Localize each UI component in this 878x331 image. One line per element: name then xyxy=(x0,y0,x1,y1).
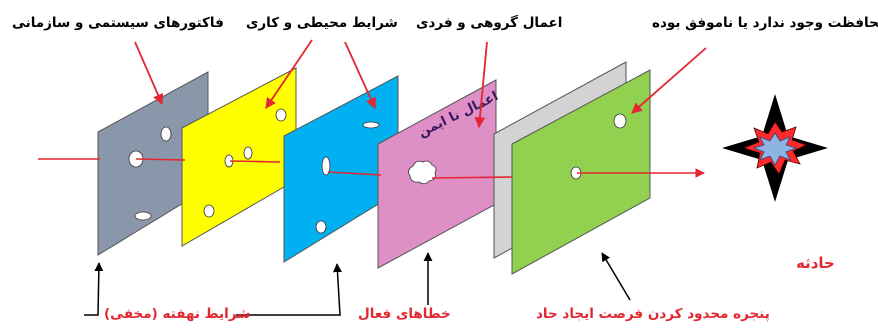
label-group-individual-acts: اعمال گروهی و فردی xyxy=(416,15,563,31)
hole xyxy=(160,126,172,142)
label-limited-window: پنجره محدود کردن فرصت ایجاد حاد xyxy=(536,306,770,322)
star-blue xyxy=(752,132,798,166)
cloud-hole xyxy=(408,160,437,185)
top-pointers xyxy=(134,39,707,129)
bottom-brackets xyxy=(84,252,631,316)
label-no-or-failed-protection: محافظت وجود ندارد یا ناموفق بوده xyxy=(652,15,878,31)
hole xyxy=(362,121,380,129)
label-organizational-factors: فاکتورهای سیستمی و سازمانی xyxy=(12,15,224,31)
label-environmental-conditions: شرایط محیطی و کاری xyxy=(246,15,398,31)
label-latent-conditions: شرایط نهفته (مخفی) xyxy=(104,306,251,322)
accident-trajectory xyxy=(38,158,705,179)
hole xyxy=(613,113,627,129)
hole xyxy=(203,204,215,218)
hole xyxy=(315,220,327,234)
hole xyxy=(275,108,287,122)
accident-starburst xyxy=(722,94,828,202)
hole xyxy=(243,146,253,160)
hole xyxy=(321,156,331,176)
label-accident: حادثه xyxy=(796,254,835,272)
label-active-failures: خطاهای فعال xyxy=(358,306,451,322)
hole xyxy=(134,211,152,221)
